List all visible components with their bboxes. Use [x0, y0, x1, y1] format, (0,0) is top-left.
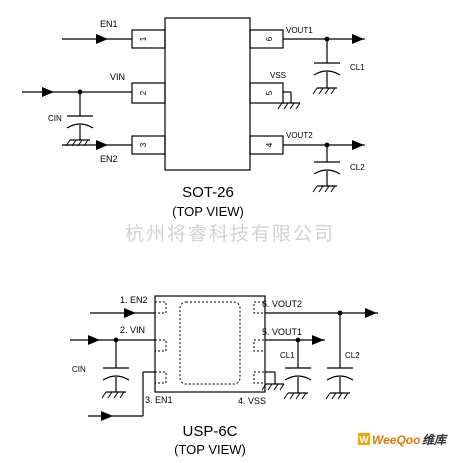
sot26-label-en1: EN1 — [100, 19, 118, 29]
sot26-pin-number-3: 3 — [139, 142, 148, 147]
sot26-title: SOT-26 — [182, 184, 234, 201]
sot26-label-vss: VSS — [270, 71, 286, 80]
svg-text:W: W — [359, 435, 369, 446]
usp6c-label-cl2: CL2 — [345, 351, 360, 360]
sot26-en2-net: EN2 — [62, 140, 132, 164]
usp6c-body — [154, 295, 266, 393]
sot26-pin-2 — [131, 82, 166, 104]
sot26-vss-net: VSS — [270, 71, 301, 110]
sot26-pin-number-2: 2 — [139, 90, 148, 95]
sot26-label-cin: CIN — [48, 114, 62, 123]
usp6c-title: USP-6C — [182, 423, 237, 440]
sot26-package: 1 2 3 6 5 4 — [131, 17, 284, 171]
logo-suffix: 维库 — [422, 433, 448, 447]
usp6c-package — [154, 295, 266, 393]
usp6c-label-vin: 2. VIN — [120, 325, 145, 335]
sot26-pin-number-6: 6 — [265, 36, 274, 41]
usp6c-label-vout2: 6. VOUT2 — [262, 299, 302, 309]
usp6c-vss-net: 4. VSS — [238, 371, 285, 406]
usp6c-pad-2 — [154, 339, 167, 352]
usp6c-pad-4 — [253, 371, 266, 384]
logo-brand: WeeQoo — [372, 433, 420, 447]
usp6c-vout1-net: 5. VOUT1 CL1 — [262, 327, 325, 400]
sot26-pin-number-4: 4 — [265, 142, 274, 147]
sot26-subtitle: (TOP VIEW) — [172, 204, 244, 219]
usp6c-label-cin: CIN — [72, 365, 86, 374]
sot26-label-cl2: CL2 — [350, 163, 365, 172]
usp6c-vin-net: 2. VIN CIN — [70, 325, 155, 399]
usp6c-vout2-net: 6. VOUT2 CL2 — [262, 299, 378, 400]
sot26-label-vout1: VOUT1 — [286, 26, 313, 35]
usp6c-subtitle: (TOP VIEW) — [174, 442, 246, 457]
usp6c-die-outline — [179, 301, 241, 385]
usp6c-label-vout1: 5. VOUT1 — [262, 327, 302, 337]
usp6c-pad-3 — [154, 371, 167, 384]
usp6c-pad-5 — [253, 339, 266, 352]
usp6c-pad-1 — [154, 301, 167, 314]
sot26-pin-number-1: 1 — [139, 36, 148, 41]
usp6c-pad-6 — [253, 301, 266, 314]
sot26-pin-number-5: 5 — [265, 90, 274, 95]
sot26-label-vout2: VOUT2 — [286, 131, 313, 140]
sot26-vout1-net: VOUT1 CL1 — [283, 26, 365, 95]
sot26-label-cl1: CL1 — [350, 63, 365, 72]
watermark-text: 杭州将睿科技有限公司 — [125, 223, 335, 245]
sot26-pin-3 — [131, 135, 166, 155]
usp6c-label-cl1: CL1 — [280, 351, 295, 360]
sot26-vout2-net: VOUT2 CL2 — [283, 131, 365, 193]
sot26-pin-5 — [249, 82, 284, 104]
weeqoo-logo: W WeeQoo 维库 — [358, 433, 448, 447]
usp6c-en2-net: 1. EN2 — [90, 295, 155, 318]
sot26-en1-net: EN1 — [62, 19, 132, 44]
usp6c-label-en2: 1. EN2 — [120, 295, 148, 305]
usp6c-en1-net: 3. EN1 — [88, 371, 173, 421]
usp6c-label-vss: 4. VSS — [238, 396, 266, 406]
sot26-body — [164, 17, 251, 171]
sot26-label-vin: VIN — [110, 72, 125, 82]
sot26-vin-net: VIN CIN — [22, 72, 132, 147]
usp6c-label-en1: 3. EN1 — [145, 395, 173, 405]
sot26-label-en2: EN2 — [100, 154, 118, 164]
sot26-pin-1 — [131, 29, 166, 49]
